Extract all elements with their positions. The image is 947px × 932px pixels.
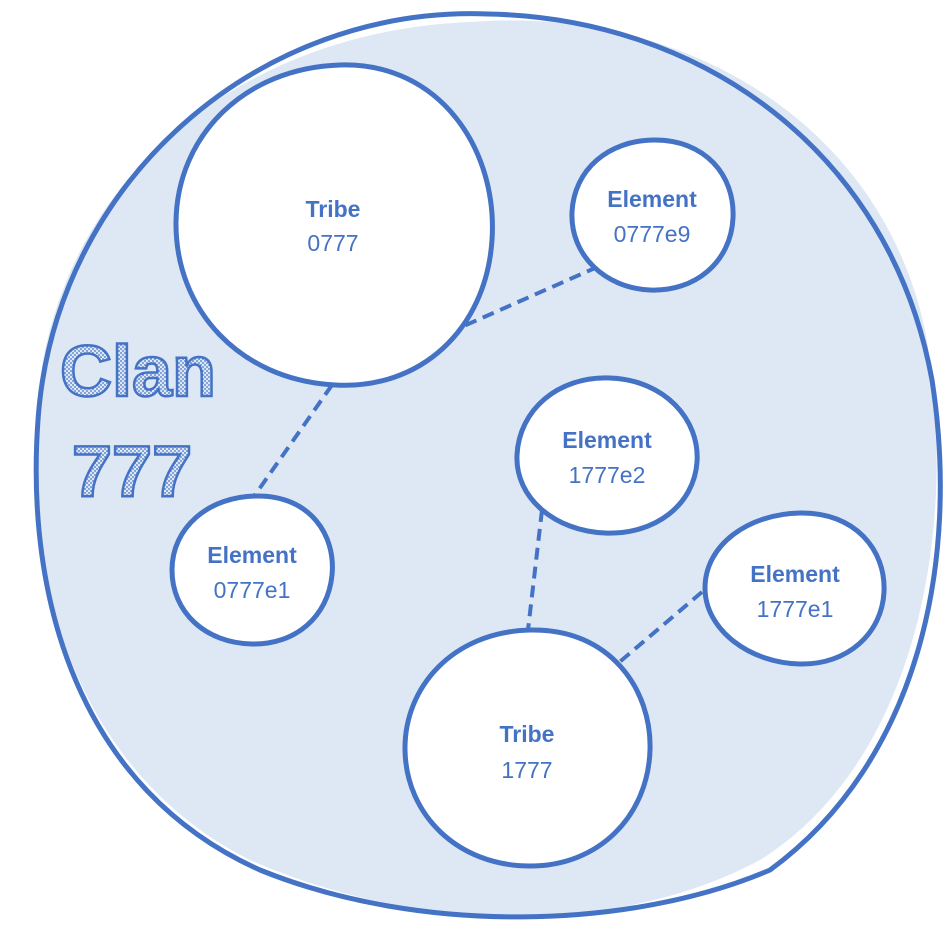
element-1777e2-id: 1777e2	[569, 462, 646, 488]
element-0777e9-title: Element	[607, 186, 697, 212]
tribe-1777-title: Tribe	[500, 721, 555, 747]
tribe-node-1777: Tribe 1777	[402, 627, 653, 869]
element-0777e1-title: Element	[207, 542, 297, 568]
element-1777e1-id: 1777e1	[757, 596, 834, 622]
link-tribe0777-element0777e1	[253, 383, 334, 497]
element-1777e1-title: Element	[750, 561, 840, 587]
element-node-0777e9: Element 0777e9	[569, 137, 736, 293]
tribe-0777-title: Tribe	[306, 196, 361, 222]
tribe-node-0777: Tribe 0777	[173, 62, 495, 388]
element-node-1777e2: Element 1777e2	[514, 375, 700, 536]
connectors	[253, 266, 704, 667]
tribe-0777-id: 0777	[307, 230, 358, 256]
element-0777e1-id: 0777e1	[214, 577, 291, 603]
element-node-1777e1: Element 1777e1	[702, 510, 887, 667]
tribe-1777-id: 1777	[501, 757, 552, 783]
clan-label: Clan 777	[59, 331, 218, 514]
element-1777e2-title: Element	[562, 427, 652, 453]
clan-label-line1: Clan	[60, 332, 216, 412]
clan-label-line2: 777	[72, 432, 192, 512]
element-node-0777e1: Element 0777e1	[169, 493, 335, 647]
link-element1777e2-tribe1777	[526, 509, 544, 631]
element-0777e9-id: 0777e9	[614, 221, 691, 247]
link-tribe0777-element0777e9	[447, 266, 596, 335]
